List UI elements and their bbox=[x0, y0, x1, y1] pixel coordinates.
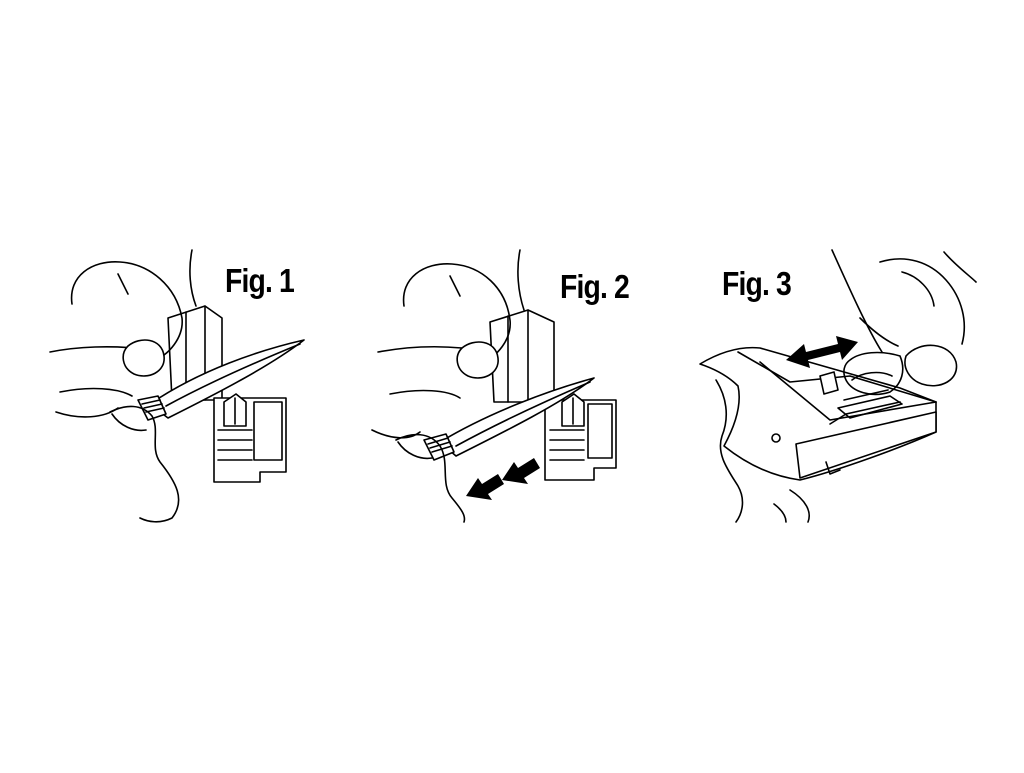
lower-hand bbox=[55, 405, 180, 523]
figure-3-label: Fig. 3 bbox=[722, 265, 792, 302]
figure-3-illustration bbox=[699, 249, 977, 523]
sharpener-unit bbox=[167, 305, 287, 483]
knife bbox=[423, 377, 595, 461]
back-and-forth-arrow bbox=[786, 336, 858, 368]
upper-hand bbox=[377, 249, 525, 399]
holding-hand bbox=[715, 379, 810, 523]
figure-1-label: Fig. 1 bbox=[225, 262, 295, 299]
figure-1-illustration bbox=[49, 249, 305, 523]
upper-hand bbox=[49, 249, 197, 397]
figure-2-label: Fig. 2 bbox=[560, 268, 630, 305]
lower-hand bbox=[371, 429, 466, 523]
pull-direction-arrows bbox=[466, 458, 540, 500]
figure-2-illustration bbox=[371, 249, 617, 523]
sharpener-unit bbox=[489, 309, 617, 481]
hand-with-cloth bbox=[831, 249, 977, 396]
base-plate bbox=[699, 346, 937, 481]
knife bbox=[137, 339, 305, 421]
